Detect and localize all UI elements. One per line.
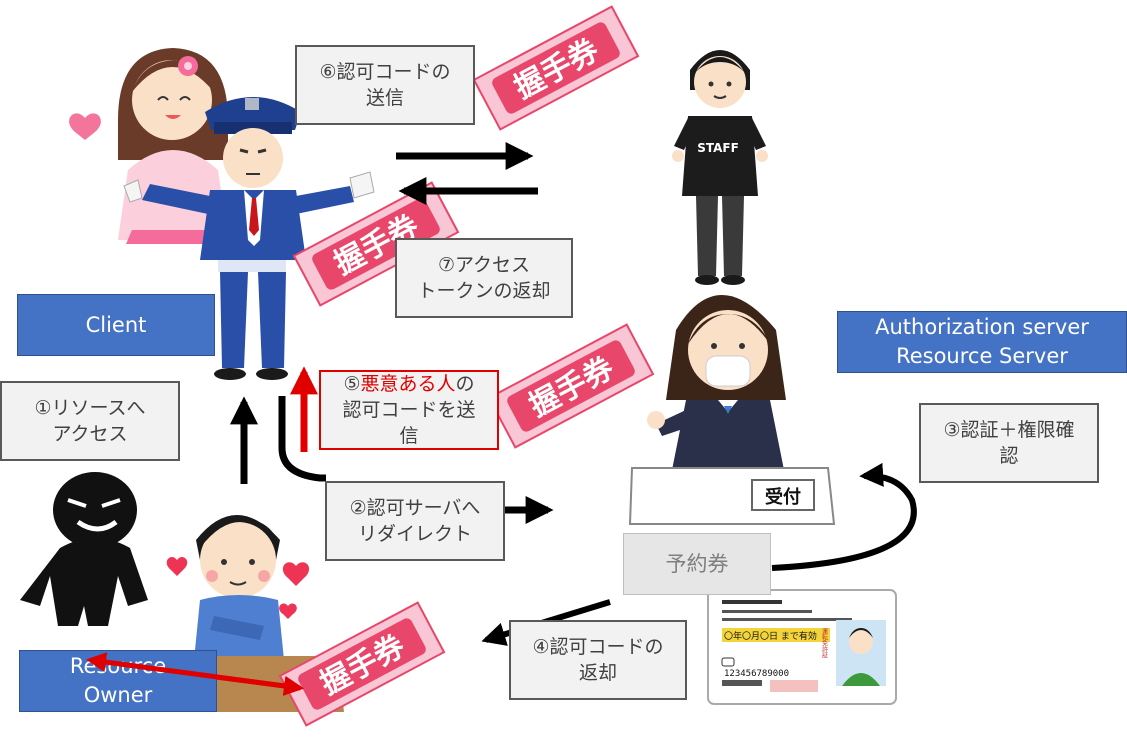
auth-server-label-box: Authorization server Resource Server	[837, 311, 1127, 373]
license-card	[707, 589, 897, 705]
step5-line3: 信	[399, 425, 419, 447]
step1-line2: アクセス	[52, 423, 128, 445]
step6-box: ⑥認可コードの 送信	[295, 45, 475, 125]
security-guard-figure	[123, 97, 375, 380]
staff-person-figure	[672, 50, 768, 285]
step6-line1: ⑥認可コードの	[319, 61, 451, 83]
step6-line2: 送信	[365, 87, 404, 109]
step1-line1: ①リソースへ	[34, 397, 146, 419]
license-date-line: 〇年〇月〇日 まで有効	[724, 630, 817, 642]
step7-box: ⑦アクセス トークンの返却	[395, 238, 573, 318]
step2-line2: リダイレクト	[357, 523, 472, 545]
resource-owner-label-box: Resource Owner	[19, 650, 217, 712]
arrow-step3-curve	[771, 462, 917, 571]
step5-box: ⑤悪意ある人の 認可コードを送 信	[319, 370, 499, 450]
resource-owner-line1: Resource	[69, 654, 167, 678]
resource-owner-line2: Owner	[83, 683, 153, 707]
step4-line1: ④認可コードの	[532, 636, 664, 658]
auth-server-line1: Authorization server	[875, 315, 1089, 339]
reservation-ticket-label: 予約券	[665, 552, 729, 576]
client-label-box: Client	[17, 294, 215, 356]
receptionist-figure	[647, 295, 786, 470]
handshake-ticket-1: 握手券	[472, 5, 640, 131]
step5-particle: の	[455, 373, 475, 395]
step5-malicious-person: 悪意ある人	[360, 373, 456, 395]
step4-box: ④認可コードの 返却	[509, 620, 687, 700]
step7-line1: ⑦アクセス	[437, 254, 531, 276]
client-label: Client	[85, 312, 147, 337]
reception-desk-figure	[628, 467, 836, 525]
step5-line2: 認可コードを送	[342, 399, 476, 421]
step5-number: ⑤	[343, 373, 361, 395]
handshake-ticket-3: 握手券	[487, 323, 655, 449]
step7-line2: トークンの返却	[417, 280, 551, 302]
arrow-step2-redirect	[278, 396, 554, 524]
staff-shirt-label: STAFF	[697, 141, 739, 155]
step2-box: ②認可サーバへ リダイレクト	[325, 481, 505, 561]
license-number: 123456789000	[724, 669, 789, 679]
step3-line2: 認	[999, 445, 1019, 467]
auth-server-line2: Resource Server	[896, 344, 1068, 368]
step1-box: ①リソースへ アクセス	[0, 381, 180, 461]
step3-line1: ③認証＋権限確	[943, 419, 1075, 441]
license-category: 運転免許証	[821, 628, 828, 659]
reception-sign-label: 受付	[765, 486, 801, 508]
reservation-ticket-box: 予約券	[623, 533, 771, 595]
step3-box: ③認証＋権限確 認	[919, 403, 1099, 483]
villain-figure	[20, 472, 148, 626]
step4-line2: 返却	[578, 662, 617, 684]
step2-line1: ②認可サーバへ	[349, 497, 481, 519]
handshake-ticket-4: 握手券	[278, 601, 446, 727]
